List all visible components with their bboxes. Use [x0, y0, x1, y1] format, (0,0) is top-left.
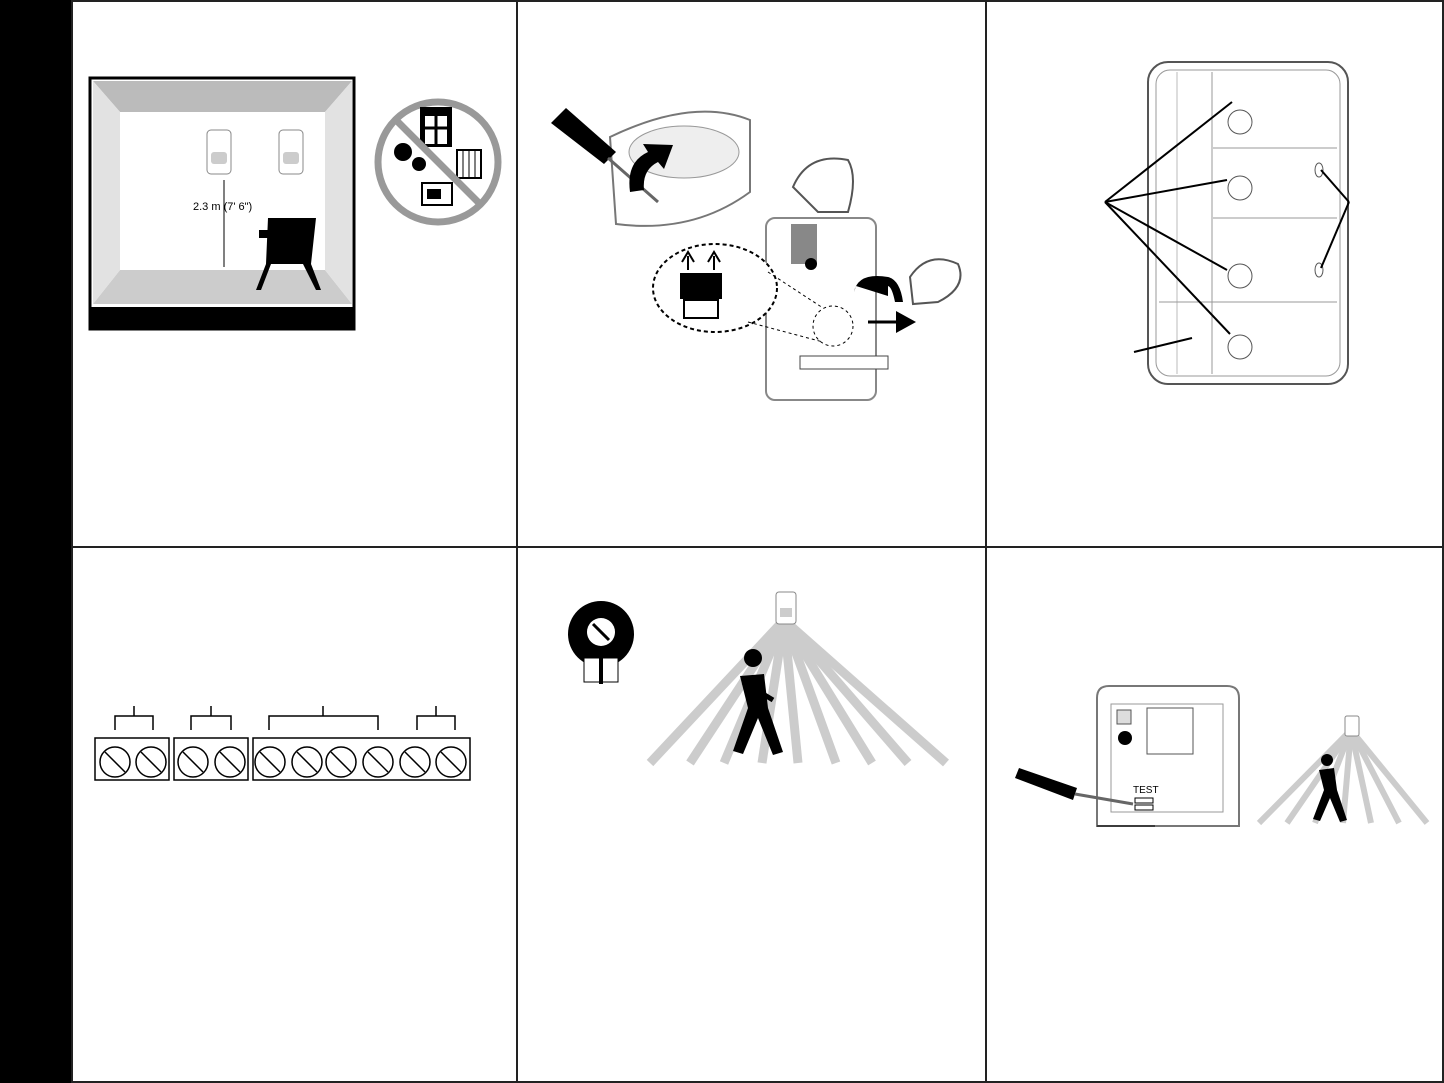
panel-cover-removal	[516, 0, 987, 548]
screw-terminal-icon	[136, 747, 166, 777]
potentiometer-icon	[568, 601, 634, 684]
screw-terminal-icon	[292, 747, 322, 777]
panel-mounting-height: 2.3 m (7' 6")	[71, 0, 518, 548]
cover-removal-illustration	[518, 2, 987, 548]
screw-terminal-icon	[178, 747, 208, 777]
coverage-zone-icon	[650, 620, 946, 763]
walk-test-illustration	[518, 548, 987, 1083]
screw-terminal-icon	[215, 747, 245, 777]
panel-terminal-block	[71, 546, 518, 1083]
panel-walk-test	[516, 546, 987, 1083]
mounting-height-illustration: 2.3 m (7' 6")	[73, 2, 518, 548]
bracket-icon	[115, 706, 455, 730]
screw-terminal-icon	[326, 747, 356, 777]
air-conditioner-icon	[422, 183, 452, 205]
panel-test-mode: TEST	[985, 546, 1444, 1083]
terminal-block-illustration	[73, 548, 518, 1083]
screw-terminal-icon	[255, 747, 285, 777]
base-plate-icon	[1148, 62, 1348, 384]
panel-base-holes	[985, 0, 1444, 548]
instruction-grid: 2.3 m (7' 6")	[71, 0, 1444, 1083]
prohibited-icon	[378, 102, 498, 222]
sensor-icon	[1345, 716, 1359, 736]
height-label: 2.3 m (7' 6")	[193, 201, 252, 213]
screw-terminal-icon	[100, 747, 130, 777]
screw-terminal-row	[95, 738, 470, 780]
test-label: TEST	[1133, 785, 1159, 796]
radiator-icon	[457, 150, 481, 178]
sensor-icon	[776, 592, 796, 624]
detector-housing-icon	[610, 112, 750, 226]
screw-terminal-icon	[400, 747, 430, 777]
detector-icon	[279, 130, 303, 174]
detector-icon	[207, 130, 231, 174]
left-black-bar	[0, 0, 71, 1083]
test-mode-illustration: TEST	[987, 548, 1444, 1083]
circuit-board-icon	[1097, 686, 1239, 826]
window-icon	[420, 107, 452, 147]
screw-terminal-icon	[436, 747, 466, 777]
base-holes-illustration	[987, 2, 1444, 548]
base-board-icon	[766, 218, 888, 400]
screw-terminal-icon	[363, 747, 393, 777]
